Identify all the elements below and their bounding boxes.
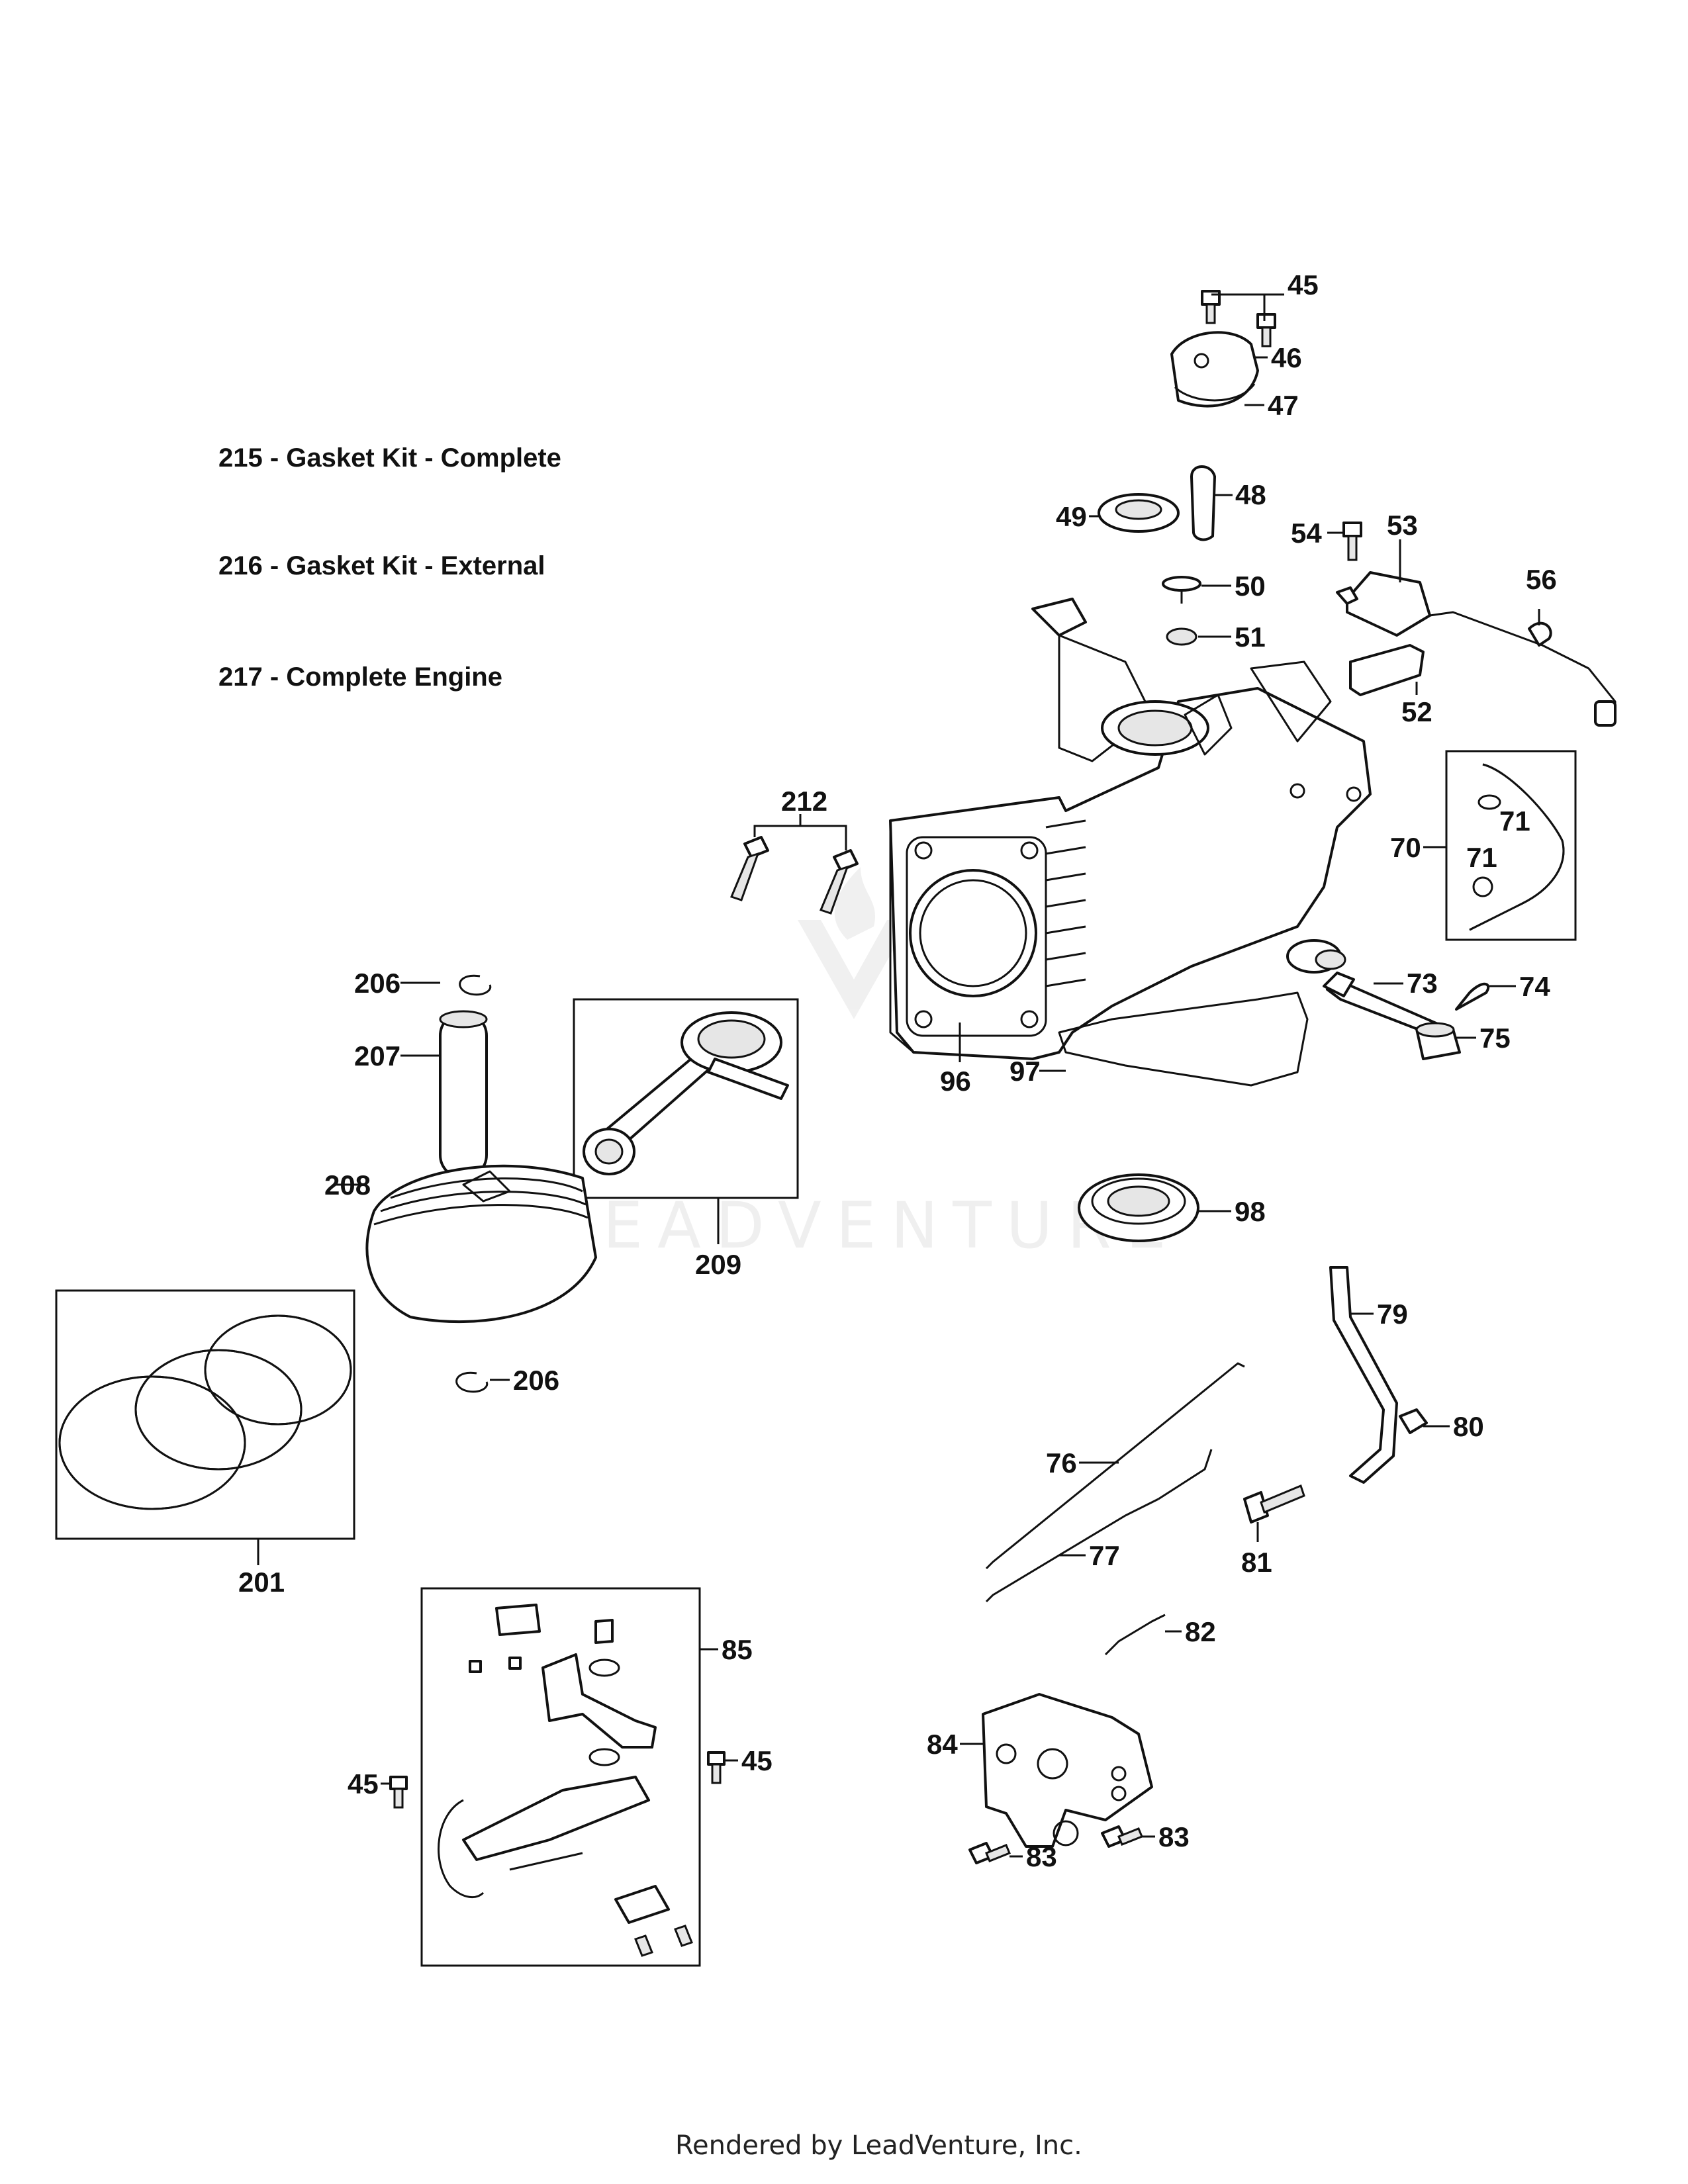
callout-207[interactable]: 207 (354, 1040, 400, 1071)
callout-52[interactable]: 52 (1401, 696, 1432, 727)
callout-208[interactable]: 208 (324, 1169, 371, 1201)
callout-84[interactable]: 84 (927, 1729, 958, 1760)
callout-201[interactable]: 201 (238, 1567, 285, 1598)
part-84-control-plate[interactable] (960, 1693, 1153, 1848)
part-75-bushing[interactable] (1415, 1022, 1476, 1060)
callout-81[interactable]: 81 (1241, 1547, 1272, 1578)
callout-54[interactable]: 54 (1291, 518, 1322, 549)
callout-96[interactable]: 96 (940, 1066, 971, 1097)
part-208-piston[interactable] (334, 1164, 597, 1324)
part-45-screws-lower[interactable] (381, 1751, 738, 1809)
callout-71-b[interactable]: 71 (1466, 842, 1497, 873)
callout-209[interactable]: 209 (695, 1249, 741, 1280)
part-51-washer[interactable] (1166, 627, 1231, 646)
callout-71-a[interactable]: 71 (1499, 805, 1530, 837)
callout-80[interactable]: 80 (1453, 1411, 1484, 1442)
callout-56[interactable]: 56 (1526, 564, 1557, 595)
callout-206-top[interactable]: 206 (354, 968, 400, 999)
part-74-pin[interactable] (1455, 982, 1516, 1011)
part-52-bracket[interactable] (1349, 644, 1425, 696)
part-212-bolts[interactable] (729, 814, 859, 915)
part-50-plug[interactable] (1162, 576, 1231, 604)
part-207-pin[interactable] (400, 1010, 488, 1179)
watermark-text: LEADVENTURE (553, 1189, 1180, 1263)
callout-75[interactable]: 75 (1479, 1023, 1511, 1054)
callout-45-top[interactable]: 45 (1288, 269, 1319, 300)
part-201-piston-rings[interactable] (55, 1289, 355, 1565)
callout-73[interactable]: 73 (1407, 968, 1438, 999)
part-49-oil-seal[interactable] (1089, 493, 1180, 533)
callout-83-left[interactable]: 83 (1026, 1841, 1057, 1872)
part-56-clip[interactable] (1528, 609, 1552, 647)
part-53-ignition-coil[interactable] (1336, 539, 1617, 727)
callout-82[interactable]: 82 (1185, 1616, 1216, 1647)
part-209-connecting-rod[interactable] (573, 998, 799, 1244)
part-81-bolt[interactable] (1243, 1484, 1305, 1542)
footer-credit: Rendered by LeadVenture, Inc. (675, 2130, 1082, 2161)
part-98-bearing[interactable] (1078, 1173, 1231, 1242)
kit-label-217: 217 - Complete Engine (218, 662, 502, 692)
callout-48[interactable]: 48 (1235, 479, 1266, 510)
part-82-spring[interactable] (1104, 1614, 1182, 1656)
part-77-spring-rod[interactable] (985, 1449, 1213, 1603)
kit-label-215: 215 - Gasket Kit - Complete (218, 443, 561, 473)
part-46-47-cover[interactable] (1170, 331, 1268, 408)
callout-98[interactable]: 98 (1235, 1196, 1266, 1227)
callout-77[interactable]: 77 (1089, 1540, 1120, 1571)
part-76-rod[interactable] (985, 1362, 1245, 1570)
callout-97[interactable]: 97 (1009, 1056, 1041, 1087)
callout-53[interactable]: 53 (1387, 510, 1418, 541)
part-85-kit[interactable] (420, 1587, 718, 1967)
leadventure-watermark: LEADVENTURE (553, 867, 1180, 1263)
callout-47[interactable]: 47 (1268, 390, 1299, 421)
part-45-screws[interactable] (1201, 290, 1284, 347)
part-206-clip-bottom[interactable] (455, 1371, 510, 1393)
part-83-bolts[interactable] (968, 1825, 1155, 1864)
callout-79[interactable]: 79 (1377, 1298, 1408, 1330)
part-96-engine-block[interactable] (889, 598, 1372, 1062)
callout-83-right[interactable]: 83 (1158, 1821, 1190, 1852)
callout-46[interactable]: 46 (1271, 342, 1302, 373)
callout-45-right[interactable]: 45 (741, 1745, 773, 1776)
callout-51[interactable]: 51 (1235, 621, 1266, 653)
part-48-key[interactable] (1190, 465, 1233, 541)
part-97-gasket[interactable] (1039, 991, 1309, 1087)
callout-206-bottom[interactable]: 206 (513, 1365, 559, 1396)
part-79-governor-lever[interactable] (1329, 1266, 1398, 1484)
callout-76[interactable]: 76 (1046, 1447, 1077, 1479)
kit-label-216: 216 - Gasket Kit - External (218, 551, 545, 580)
part-71-clamps[interactable] (1472, 794, 1501, 897)
callout-212[interactable]: 212 (781, 786, 827, 817)
part-206-clip-top[interactable] (400, 974, 492, 996)
callout-85[interactable]: 85 (722, 1634, 753, 1665)
callout-49[interactable]: 49 (1056, 501, 1087, 532)
callout-74[interactable]: 74 (1519, 971, 1550, 1002)
part-80-nut[interactable] (1399, 1408, 1450, 1434)
callout-50[interactable]: 50 (1235, 570, 1266, 602)
part-54-bolt[interactable] (1327, 522, 1362, 561)
part-70-breather-tube[interactable] (1423, 750, 1577, 941)
callout-70[interactable]: 70 (1390, 832, 1421, 863)
callout-45-left[interactable]: 45 (348, 1768, 379, 1799)
